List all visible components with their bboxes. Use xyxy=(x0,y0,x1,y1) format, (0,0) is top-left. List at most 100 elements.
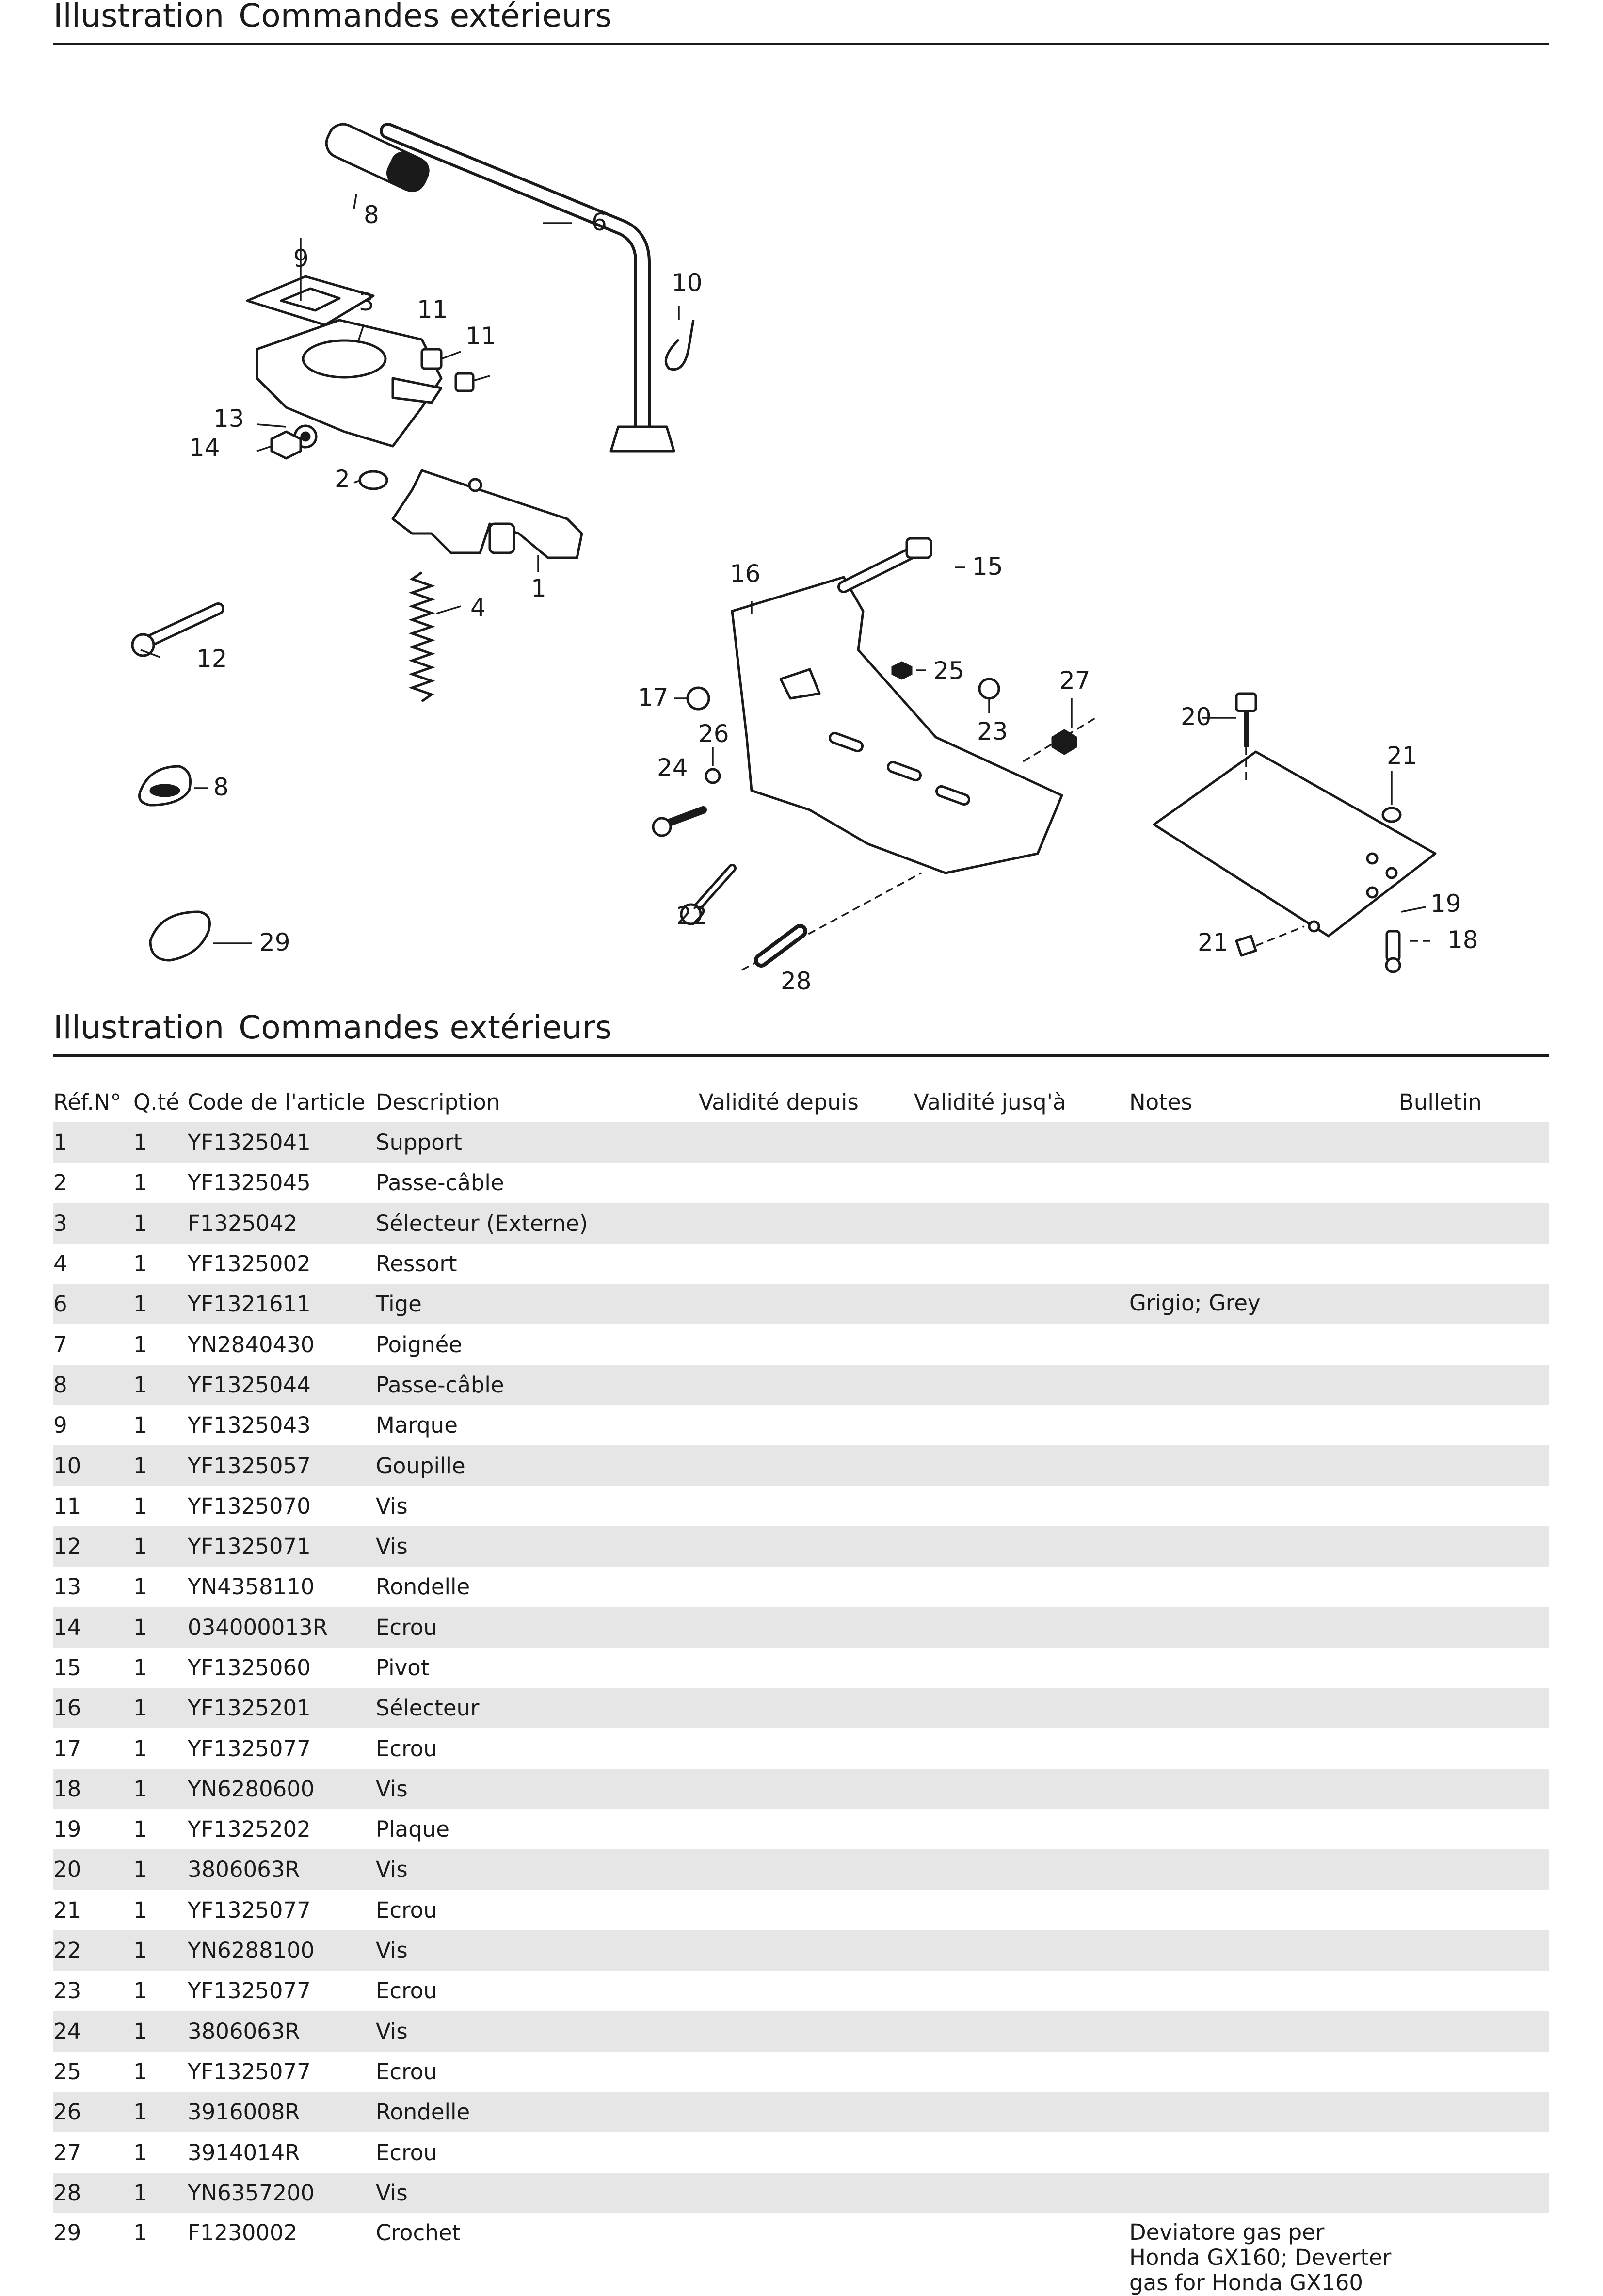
cell-notes xyxy=(1129,1728,1399,1768)
part-grommet-2 xyxy=(358,470,388,490)
cell-bulletin xyxy=(1399,2092,1549,2132)
col-bulletin: Bulletin xyxy=(1399,1089,1482,1115)
cell-bulletin xyxy=(1399,2011,1549,2052)
cell-description: Ecrou xyxy=(376,2139,437,2166)
cell-bulletin xyxy=(1399,1526,1549,1567)
cell-valid-to xyxy=(914,1526,1129,1567)
cell-code: F1325042 xyxy=(188,1210,298,1236)
callout-11-b: 11 xyxy=(465,322,497,350)
cell-valid-to xyxy=(914,2052,1129,2092)
cell-bulletin xyxy=(1399,1607,1549,1648)
cell-qty: 1 xyxy=(133,2099,147,2125)
cell-qty: 1 xyxy=(133,1776,147,1802)
cell-valid-from xyxy=(699,1486,914,1526)
cell-code: YF1325045 xyxy=(188,1170,311,1196)
cell-description: Vis xyxy=(376,1534,408,1560)
cell-description: Pivot xyxy=(376,1655,430,1681)
cell-bulletin xyxy=(1399,2052,1549,2092)
cell-valid-from xyxy=(699,1930,914,1971)
part-rod-foot xyxy=(609,425,675,453)
cell-notes xyxy=(1129,1526,1399,1567)
cell-valid-from xyxy=(699,1122,914,1163)
diagram-svg: 8 6 10 9 3 11 11 13 14 2 1 4 12 8 29 15 … xyxy=(131,123,1478,995)
cell-valid-to xyxy=(914,1163,1129,1203)
part-pivot-15 xyxy=(837,537,932,593)
cell-ref: 9 xyxy=(53,1412,67,1439)
cell-notes xyxy=(1129,1607,1399,1648)
cell-code: F1230002 xyxy=(188,2220,298,2246)
cell-valid-from xyxy=(699,1769,914,1809)
cell-bulletin xyxy=(1399,1769,1549,1809)
cell-code: YN6357200 xyxy=(188,2180,315,2206)
cell-ref: 20 xyxy=(53,1857,81,1883)
col-code: Code de l'article xyxy=(188,1089,366,1115)
cell-valid-from xyxy=(699,1324,914,1364)
callout-26: 26 xyxy=(698,720,729,748)
cell-ref: 23 xyxy=(53,1978,81,2004)
cell-valid-from xyxy=(699,1526,914,1567)
cell-notes xyxy=(1129,1930,1399,1971)
cell-valid-from xyxy=(699,1809,914,1849)
callout-20: 20 xyxy=(1181,703,1212,731)
callout-1: 1 xyxy=(531,574,546,602)
cell-bulletin xyxy=(1399,1486,1549,1526)
cell-ref: 27 xyxy=(53,2139,81,2166)
part-selector-external xyxy=(256,319,443,448)
cell-qty: 1 xyxy=(133,1938,147,1964)
part-nut-27 xyxy=(1051,729,1077,755)
cell-qty: 1 xyxy=(133,1210,147,1236)
cell-notes xyxy=(1129,1849,1399,1890)
cell-valid-to xyxy=(914,1728,1129,1768)
cell-valid-to xyxy=(914,1365,1129,1405)
part-screw-22 xyxy=(680,864,737,925)
cell-notes xyxy=(1129,2011,1399,2052)
part-screw-24 xyxy=(652,806,707,837)
callout-28: 28 xyxy=(781,967,812,995)
cell-valid-to xyxy=(914,1122,1129,1163)
header-row: Réf.N° Q.té Code de l'article Descriptio… xyxy=(53,1082,1549,1122)
cell-valid-to xyxy=(914,1769,1129,1809)
callout-13: 13 xyxy=(213,404,244,433)
cell-notes xyxy=(1129,1567,1399,1607)
callout-22: 22 xyxy=(676,902,707,930)
cell-ref: 7 xyxy=(53,1331,67,1358)
cell-notes: Grigio; Grey xyxy=(1129,1290,1261,1316)
cell-qty: 1 xyxy=(133,1291,147,1317)
cell-ref: 14 xyxy=(53,1614,81,1640)
callout-9: 9 xyxy=(293,244,309,273)
cell-valid-to xyxy=(914,1648,1129,1688)
cell-notes xyxy=(1129,1445,1399,1486)
cell-qty: 1 xyxy=(133,2139,147,2166)
cell-ref: 8 xyxy=(53,1372,67,1398)
callout-12: 12 xyxy=(196,645,227,673)
cell-code: YF1325043 xyxy=(188,1412,311,1439)
cell-bulletin xyxy=(1399,1163,1549,1203)
cell-notes xyxy=(1129,1809,1399,1849)
cell-code: YN2840430 xyxy=(188,1331,315,1358)
cell-valid-from xyxy=(699,1971,914,2011)
cell-qty: 1 xyxy=(133,2180,147,2206)
cell-ref: 3 xyxy=(53,1210,67,1236)
cell-valid-from xyxy=(699,1284,914,1324)
col-ref: Réf.N° xyxy=(53,1089,121,1115)
cell-bulletin xyxy=(1399,2213,1549,2296)
cell-bulletin xyxy=(1399,2173,1549,2213)
part-nut-21b xyxy=(1235,925,1305,957)
cell-valid-from xyxy=(699,1728,914,1768)
cell-valid-from xyxy=(699,2011,914,2052)
cell-qty: 1 xyxy=(133,1372,147,1398)
callout-16: 16 xyxy=(730,560,761,588)
cell-description: Support xyxy=(376,1130,462,1156)
col-qty: Q.té xyxy=(133,1089,180,1115)
cell-valid-from xyxy=(699,2132,914,2172)
